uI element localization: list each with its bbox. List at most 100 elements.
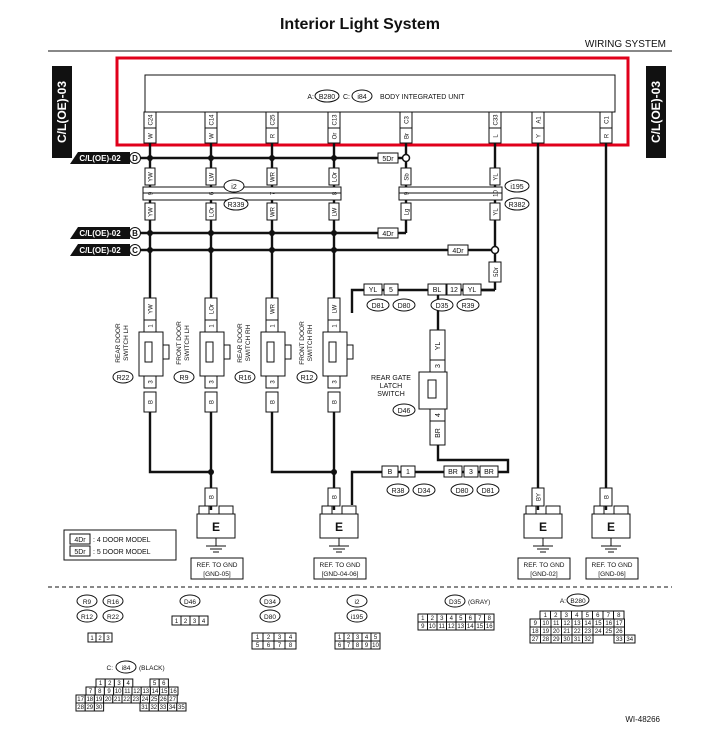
view-pin: 22	[123, 697, 130, 703]
svg-text:5Dr: 5Dr	[494, 267, 500, 277]
view-pin: 1	[256, 635, 260, 641]
view-pin: 21	[563, 629, 570, 635]
switch-name-line1: REAR DOOR	[115, 323, 122, 363]
svg-text:BR: BR	[435, 428, 442, 438]
switch-pin-top: 1	[271, 324, 277, 328]
ground-letter: E	[335, 520, 343, 534]
view-pin: 29	[553, 637, 560, 643]
switch-ref: R22	[117, 375, 130, 382]
view-pin: 10	[115, 689, 122, 695]
view-pin: 21	[114, 697, 121, 703]
switch-pin-top: 1	[149, 324, 155, 328]
ground-wire: B	[210, 495, 216, 499]
page-ref-tab-right: C/L(OE)-03	[646, 66, 666, 158]
svg-text:3: 3	[469, 469, 473, 476]
svg-text:i195: i195	[510, 184, 523, 191]
view-pin: 8	[289, 643, 293, 649]
pin-label: C3	[405, 116, 411, 124]
view-pin: 9	[365, 643, 369, 649]
unit-name: BODY INTEGRATED UNIT	[380, 94, 465, 101]
ground-ref-label: REF. TO GND	[592, 562, 633, 569]
svg-text:5Dr: 5Dr	[382, 156, 394, 163]
svg-text:D46: D46	[398, 408, 411, 415]
view-pin: 10	[542, 621, 549, 627]
connector-view-color: (GRAY)	[468, 599, 490, 606]
view-pin: 4	[575, 613, 579, 619]
svg-text:D80: D80	[456, 488, 469, 495]
ground-ref-id: [GND-05]	[203, 571, 231, 578]
view-pin: 1	[175, 619, 179, 625]
switch-top-wire: LOr	[210, 304, 216, 314]
i2-top-wire-box: WR	[271, 171, 277, 182]
unit-label: A: B280 C: i84 BODY INTEGRATED UNIT	[307, 89, 465, 103]
figure-id: WI-48266	[625, 715, 660, 724]
cross-ref-d[interactable]: C/L(OE)-02 D	[70, 152, 141, 164]
cross-ref-c[interactable]: C/L(OE)-02 C	[70, 244, 141, 256]
switch-name-line1: FRONT DOOR	[176, 321, 183, 365]
svg-text:D80: D80	[398, 303, 411, 310]
svg-text:D34: D34	[418, 488, 431, 495]
connector-view-name: R16	[107, 599, 119, 606]
wire-label: W	[149, 133, 155, 139]
view-pin: 34	[626, 637, 633, 643]
connector-view-name: D35	[449, 599, 461, 606]
view-pin: 31	[141, 705, 148, 711]
view-pin: 10	[372, 643, 379, 649]
svg-text:C/L(OE)-02: C/L(OE)-02	[79, 229, 121, 238]
tag-4dr-c: 4Dr	[447, 244, 469, 256]
view-pin: 16	[486, 624, 493, 630]
switch-pin-bottom: 3	[210, 380, 216, 384]
view-pin: 31	[574, 637, 581, 643]
connector-d80-d81: BR 3 BR D80 D81	[443, 465, 500, 497]
view-pin: 1	[421, 616, 425, 622]
view-pin: 32	[150, 705, 157, 711]
connector-view-name: B280	[570, 598, 586, 605]
switch-pin-top: 1	[210, 324, 216, 328]
view-pin: 2	[431, 616, 435, 622]
i2-bottom-wire: WR	[271, 206, 277, 217]
view-pin: 4	[450, 616, 454, 622]
ground-wire: B	[605, 495, 611, 499]
svg-text:C/L(OE)-02: C/L(OE)-02	[79, 246, 121, 255]
view-pin: 26	[616, 629, 623, 635]
view-pin: 15	[595, 621, 602, 627]
i195-pin: 9	[405, 191, 411, 195]
view-pin: 2	[98, 636, 102, 642]
ground-letter: E	[607, 520, 615, 534]
switch-name-line2: SWITCH LH	[123, 325, 130, 361]
rear-gate-latch-switch: YL 3 4 BR REAR GATE LATCH SWITCH D46	[371, 329, 448, 446]
connector-view-prefix: A:	[560, 598, 566, 605]
view-pin: 6	[162, 681, 166, 687]
view-pin: 13	[457, 624, 464, 630]
cross-ref-b[interactable]: C/L(OE)-02 B	[70, 227, 141, 239]
svg-text:4Dr: 4Dr	[382, 231, 394, 238]
view-pin: 26	[160, 697, 167, 703]
view-pin: 7	[347, 643, 351, 649]
view-pin: 7	[278, 643, 282, 649]
switch-name-line1: FRONT DOOR	[299, 321, 306, 365]
wire-label: Y	[537, 134, 543, 138]
ground-ref-id: [GND-04-06]	[322, 571, 359, 578]
view-pin: 5	[586, 613, 590, 619]
view-pin: 19	[542, 629, 549, 635]
switch-bottom-wire: B	[210, 400, 216, 404]
connector-view-name: i2	[354, 599, 359, 606]
connector-view-name: i84	[122, 665, 131, 672]
view-pin: 5	[459, 616, 463, 622]
pin-label: C1	[605, 116, 611, 124]
i2-pin: 8	[333, 191, 339, 195]
ground-letter: E	[212, 520, 220, 534]
view-pin: 7	[89, 689, 93, 695]
